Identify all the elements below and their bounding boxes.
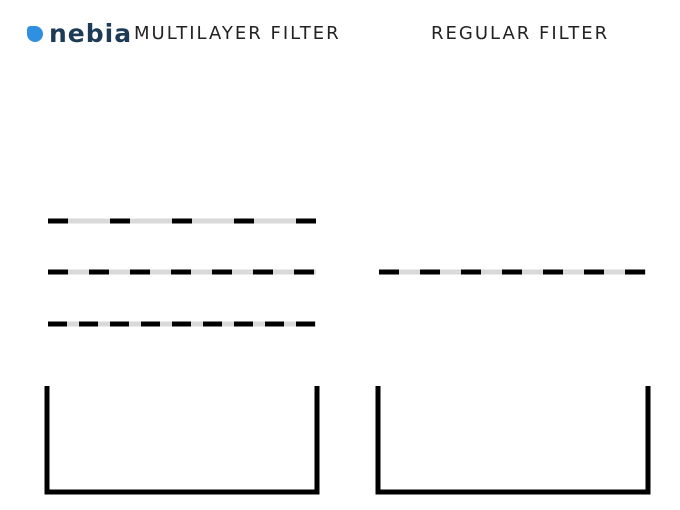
- regular-container: [375, 386, 651, 495]
- regular-panel: [375, 269, 651, 495]
- multilayer-panel: [44, 218, 320, 495]
- multilayer-container: [44, 386, 320, 495]
- multilayer-filter-title: MULTILAYER FILTER: [134, 23, 341, 44]
- nebia-logo: nebia: [27, 19, 132, 49]
- brand-name: nebia: [49, 19, 133, 48]
- nebia-logo-icon: [27, 26, 43, 42]
- regular-filter-title: REGULAR FILTER: [431, 23, 610, 44]
